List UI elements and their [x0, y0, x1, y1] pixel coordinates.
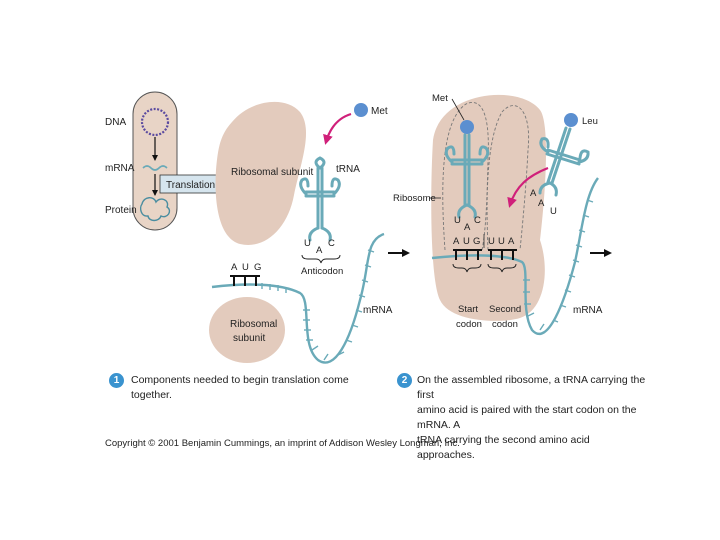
- cell-outline: [132, 91, 178, 231]
- mrna-label-panel2: mRNA: [573, 305, 603, 316]
- met-label-panel2: Met: [432, 93, 448, 104]
- anticodon-base: A: [316, 245, 323, 256]
- trna-label: tRNA: [336, 164, 360, 175]
- step-2-caption-line3: tRNA carrying the second amino acid appr…: [417, 434, 590, 461]
- copyright-notice: Copyright © 2001 Benjamin Cummings, an i…: [105, 438, 460, 449]
- second-codon-bracket: [487, 263, 517, 273]
- small-subunit-label-line1: Ribosomal: [230, 319, 277, 330]
- start-codon-bracket: [452, 263, 482, 273]
- codon-base: U: [488, 236, 495, 247]
- anticodon-base: A: [530, 188, 537, 199]
- step-1-caption: Components needed to begin translation c…: [131, 374, 349, 401]
- met-label: Met: [371, 106, 388, 117]
- step-2-caption: On the assembled ribosome, a tRNA carryi…: [417, 373, 647, 463]
- p-site-outline: [442, 102, 489, 251]
- panel-2: Ribosome Met U A C Leu: [393, 93, 603, 335]
- anticodon-bracket: [301, 254, 341, 264]
- anticodon-base: A: [464, 222, 471, 233]
- anticodon-base: U: [550, 206, 557, 217]
- met-amino-acid: [354, 103, 368, 117]
- anticodon-base: U: [304, 238, 311, 249]
- translation-label: Translation: [166, 180, 215, 191]
- leu-label: Leu: [582, 116, 598, 127]
- dna-icon: [140, 107, 170, 137]
- trna-approach-arrow: [323, 112, 352, 145]
- mrna-label-panel1: mRNA: [363, 305, 393, 316]
- small-ribosomal-subunit: [209, 297, 285, 363]
- assembled-ribosome: [431, 94, 546, 321]
- codon2-bases: U U A: [488, 236, 515, 247]
- large-ribosomal-subunit: [215, 101, 307, 245]
- start-codon-bars: [230, 275, 260, 286]
- anticodon-label: Anticodon: [301, 266, 343, 277]
- codon-bases: A U G: [231, 262, 261, 273]
- protein-label: Protein: [105, 205, 137, 216]
- mrna-nucleotide-ticks-2: [523, 199, 594, 331]
- step-2-caption-line1: On the assembled ribosome, a tRNA carryi…: [417, 374, 646, 401]
- anticodon-base: C: [474, 215, 481, 226]
- ribosome-label: Ribosome: [393, 193, 436, 204]
- a-site-outline: [486, 105, 530, 251]
- small-subunit-label-line2: subunit: [233, 333, 265, 344]
- step-1-badge: 1: [109, 373, 124, 388]
- cell-overview-inset: Translation DNA mRNA Protein: [105, 91, 219, 231]
- codon1-bases: A U G: [453, 236, 480, 247]
- met-leader-line: [451, 98, 465, 121]
- protein-icon: [139, 197, 171, 222]
- anticodon-base: U: [454, 215, 461, 226]
- anticodon-base: C: [328, 238, 335, 249]
- anticodon1-bases: U A C: [454, 215, 481, 233]
- codon-base: U: [498, 236, 505, 247]
- trna-molecule: [299, 156, 341, 242]
- anticodon2-bases: A A U: [530, 188, 557, 217]
- second-codon-label-line1: Second: [489, 304, 521, 315]
- codon-base: G: [254, 262, 261, 273]
- codon-base: G: [473, 236, 480, 247]
- step-2-caption-line2: amino acid is paired with the start codo…: [417, 404, 637, 431]
- leu-amino-acid: [564, 113, 578, 127]
- start-codon-label-line2: codon: [456, 319, 482, 330]
- codon-base: U: [242, 262, 249, 273]
- start-codon-label-line1: Start: [458, 304, 478, 315]
- trna-leu-approaching: [538, 126, 590, 197]
- met-amino-acid-bound: [460, 120, 474, 134]
- anticodon-bases: U A C: [304, 238, 335, 256]
- codon-base: U: [463, 236, 470, 247]
- panel-1: Ribosomal subunit Ribosomal subunit Met …: [209, 101, 393, 364]
- codon-bars-panel2: [453, 249, 517, 260]
- mrna-nucleotide-ticks: [261, 249, 375, 361]
- mrna-label: mRNA: [105, 163, 135, 174]
- trna-met-bound: [444, 133, 490, 219]
- dna-label: DNA: [105, 117, 126, 128]
- step-2-badge: 2: [397, 373, 412, 388]
- large-subunit-label: Ribosomal subunit: [231, 167, 313, 178]
- second-codon-label-line2: codon: [492, 319, 518, 330]
- mrna-icon: [142, 165, 168, 171]
- codon-base: A: [508, 236, 515, 247]
- codon-base: A: [453, 236, 460, 247]
- anticodon-base: A: [538, 198, 545, 209]
- leu-trna-approach-arrow: [507, 166, 549, 208]
- codon-base: A: [231, 262, 238, 273]
